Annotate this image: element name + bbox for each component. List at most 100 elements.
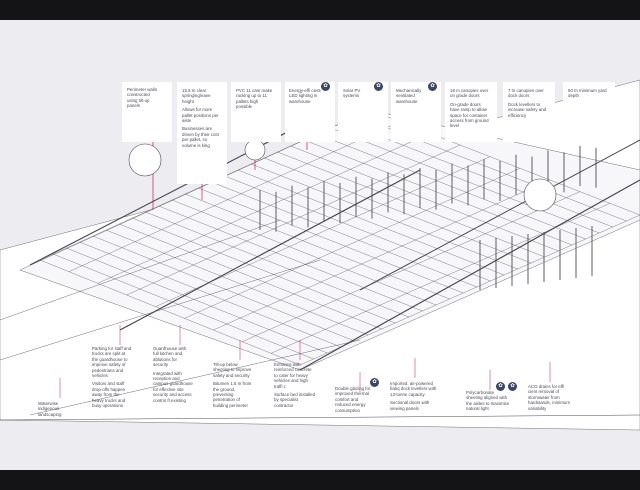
callout-double-glazing: Double glazing for improved thermal comf… bbox=[335, 386, 373, 416]
callout-backing bbox=[563, 82, 615, 142]
roof-grid-line bbox=[119, 223, 382, 330]
detail-magnifier bbox=[128, 143, 162, 177]
callout-solar-pv: Solar PV systems bbox=[343, 88, 373, 102]
roof-grid-line bbox=[242, 191, 581, 342]
callout-landscaping: Waterwise indigenous landscaping bbox=[38, 401, 74, 420]
roof-grid-line bbox=[132, 217, 396, 324]
roof-grid-line bbox=[264, 157, 532, 264]
detail-magnifier bbox=[523, 178, 557, 212]
callout-backing bbox=[445, 82, 497, 142]
callout-text: 7 m canopies over dock doors bbox=[508, 88, 544, 99]
callout-text: On-grade doors have ramp to allow space … bbox=[450, 101, 489, 129]
roof-grid-line bbox=[158, 205, 423, 312]
building-illustration bbox=[0, 79, 640, 431]
callout-ventilation: Mechanically ventilated warehouse bbox=[396, 88, 428, 107]
callout-backing bbox=[285, 82, 335, 142]
leaf-icon: ✿ bbox=[496, 382, 505, 391]
callout-text: 60 m minimum yard depth bbox=[568, 88, 607, 99]
leaf-icon: ✿ bbox=[508, 382, 517, 391]
callout-text: PVC 11 cam make racking up to 11 pallets… bbox=[236, 88, 273, 110]
roof-grid-line bbox=[299, 214, 640, 366]
callout-text: Solar PV systems bbox=[343, 88, 361, 99]
callout-racking: PVC 11 cam make racking up to 11 pallets… bbox=[236, 88, 274, 113]
callout-text: 15.5 m clear springing/eave height bbox=[182, 88, 211, 104]
leaf-icon: ✿ bbox=[428, 82, 437, 91]
roof-grid-line bbox=[237, 169, 505, 276]
callout-led-lighting: Energy-effi cient LED lighting in wareho… bbox=[289, 88, 321, 107]
callout-eave-height: 15.5 m clear springing/eave height Allow… bbox=[182, 88, 220, 151]
callout-dock-canopies: 7 m canopies over dock doors Dock levell… bbox=[508, 88, 548, 121]
callout-text: Surface bed installed by specialist cont… bbox=[274, 392, 316, 408]
roof-grid-line bbox=[184, 168, 521, 319]
callout-aco-drains: ACO drains for effi cient removal of sto… bbox=[528, 384, 574, 414]
roof-grid-line bbox=[185, 193, 450, 300]
callout-backing bbox=[177, 82, 227, 184]
roof-grid-line bbox=[211, 181, 477, 288]
callout-text: Waterwise indigenous landscaping bbox=[38, 401, 62, 417]
ground-line bbox=[0, 259, 321, 361]
callout-text: Sectional doors with viewing panels bbox=[390, 400, 430, 411]
callout-text: Perimeter walls constructed using tilt-u… bbox=[127, 87, 158, 109]
roof-grid-line bbox=[92, 235, 355, 342]
roof-grid-line bbox=[39, 259, 301, 366]
roof-grid-line bbox=[97, 133, 431, 284]
roof-grid-line bbox=[224, 175, 491, 282]
roof-grid-line bbox=[126, 144, 461, 296]
callout-text: Integrated with reception and campus gua… bbox=[153, 370, 193, 403]
leaf-icon: ✿ bbox=[370, 378, 379, 387]
ground-line bbox=[29, 339, 361, 416]
callout-parking: Parking for staff and trucks are split a… bbox=[92, 346, 132, 411]
callout-grade-canopies: 18 m canopies over on grade doors On-gra… bbox=[450, 88, 490, 132]
eave-line bbox=[119, 169, 421, 331]
detail-magnifier bbox=[244, 139, 266, 161]
callout-text: Parking for staff and trucks are split a… bbox=[92, 346, 132, 379]
callout-text: 18 m canopies over on grade doors bbox=[450, 88, 489, 99]
roof-grid-line bbox=[290, 145, 559, 252]
roof-grid-line bbox=[330, 127, 600, 234]
callout-backing bbox=[231, 82, 281, 142]
roof-grid-line bbox=[66, 247, 328, 354]
eave-line bbox=[299, 179, 640, 371]
callout-text: Visitors and staff drop-offs happen away… bbox=[92, 381, 126, 409]
callout-tilt-up-sheeting: Tilt-up below sheeting to improve safety… bbox=[213, 362, 253, 411]
roof-grid-line bbox=[213, 179, 551, 331]
roof-grid-line bbox=[198, 187, 464, 294]
callout-yard-depth: 60 m minimum yard depth bbox=[568, 88, 608, 102]
callout-text: Polycarbonate sheeting aligned with the … bbox=[466, 390, 510, 412]
roof-grid-line bbox=[53, 253, 314, 360]
callout-text: ACO drains for effi cient removal of sto… bbox=[528, 384, 570, 411]
leaf-icon: ✿ bbox=[321, 82, 330, 91]
callout-text: Imported, air-powered fiabq dock levelle… bbox=[390, 381, 437, 397]
roof-grid-line bbox=[105, 229, 369, 336]
roof-grid-line bbox=[317, 133, 586, 240]
callout-text: Mechanically ventilated warehouse bbox=[396, 88, 422, 104]
roof-grid-line bbox=[343, 121, 613, 228]
callout-text: Bitumen 1.5 m from the ground, preventin… bbox=[213, 381, 252, 408]
callout-text: Guardhouse with full kitchen and ablutio… bbox=[153, 346, 187, 368]
callout-tilt-up-panels: Perimeter walls constructed using tilt-u… bbox=[127, 87, 157, 112]
callout-text: Allows for more pallet positions per ais… bbox=[182, 107, 219, 124]
callout-text: Dock levellers to increase safety and ef… bbox=[508, 101, 547, 118]
callout-guardhouse: Guardhouse with full kitchen and ablutio… bbox=[153, 346, 193, 406]
callout-text: Businesses are driven by their cost per … bbox=[182, 126, 219, 148]
roof-grid-line bbox=[277, 151, 545, 258]
roof-grid-line bbox=[145, 211, 409, 318]
roof-grid-line bbox=[171, 199, 437, 306]
callout-text: Tilt-up below sheeting to improve safety… bbox=[213, 362, 252, 378]
roof-grid-line bbox=[251, 163, 518, 270]
callout-dock-levellers: Imported, air-powered fiabq dock levelle… bbox=[390, 381, 442, 414]
callout-text: Energy-effi cient LED lighting in wareho… bbox=[289, 88, 321, 104]
callout-backing bbox=[338, 82, 388, 142]
canopy-edge-line bbox=[359, 139, 640, 291]
roof-grid-line bbox=[303, 139, 573, 246]
callout-text: Double glazing for improved thermal comf… bbox=[335, 386, 371, 413]
callout-backing bbox=[122, 82, 172, 142]
diagram-canvas: ✿ ✿ ✿ Perimeter walls constructed using … bbox=[0, 20, 640, 470]
callout-text: Entrance with reinforced concrete to cat… bbox=[274, 362, 312, 389]
callout-polycarbonate: Polycarbonate sheeting aligned with the … bbox=[466, 390, 510, 415]
callout-entrance: Entrance with reinforced concrete to cat… bbox=[274, 362, 316, 411]
ground-line bbox=[0, 219, 281, 321]
leaf-icon: ✿ bbox=[374, 82, 383, 91]
callout-backing bbox=[503, 82, 555, 142]
callout-backing bbox=[391, 82, 441, 142]
